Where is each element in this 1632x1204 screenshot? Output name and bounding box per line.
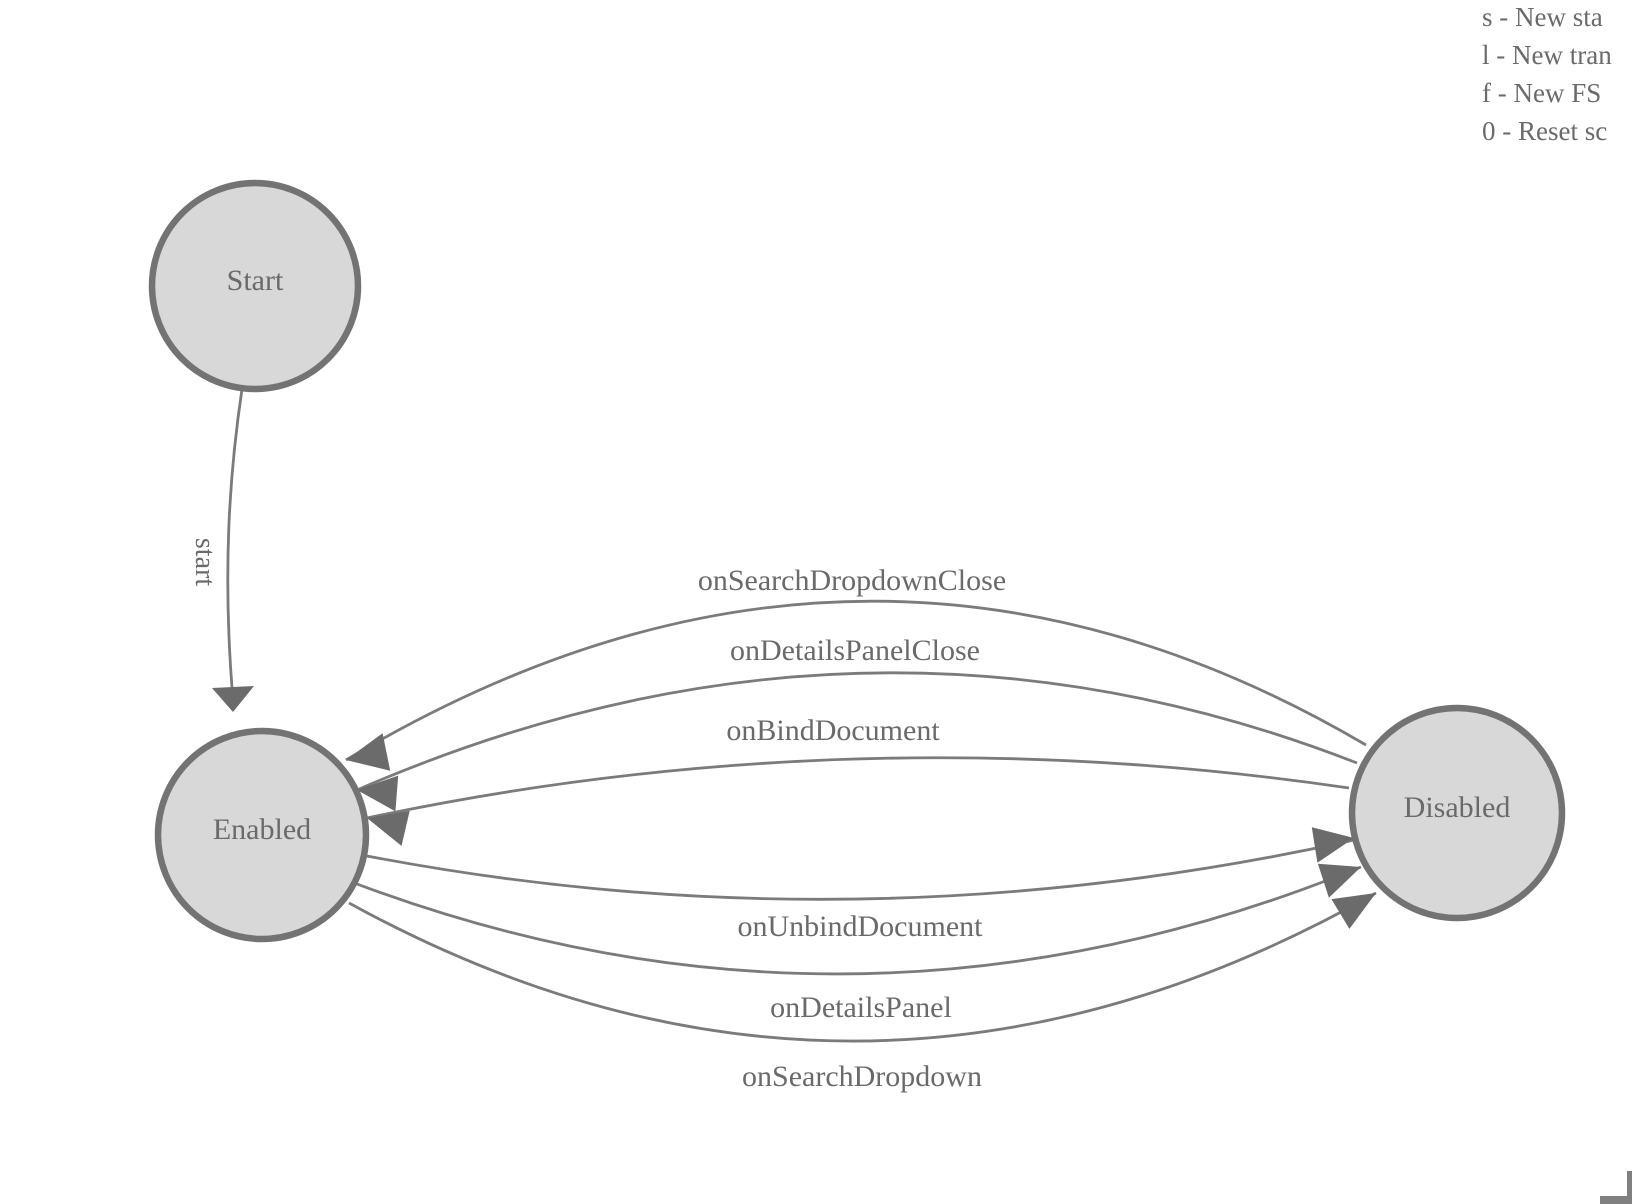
transition-onSearchDropdownClose-path[interactable] (345, 599, 1367, 762)
state-enabled-label: Enabled (213, 813, 311, 846)
transition-onSearchDropdown-arrowhead-icon (1331, 893, 1376, 929)
transition-onUnbindDocument-label: onUnbindDocument (738, 910, 984, 943)
legend-line-new-transition: l - New tran (1482, 40, 1612, 70)
transition-onDetailsPanelClose-path[interactable] (356, 671, 1358, 792)
legend-line-new-state: s - New sta (1482, 2, 1603, 32)
transition-onSearchDropdown-label: onSearchDropdown (742, 1060, 982, 1093)
transition-onDetailsPanel-path[interactable] (356, 865, 1362, 976)
state-disabled-circle[interactable] (1348, 704, 1566, 922)
state-start[interactable]: Start (148, 179, 362, 393)
corner-mark-vertical-bar (1627, 1171, 1632, 1204)
transition-onSearchDropdownClose-arrowhead-icon (346, 733, 391, 771)
transition-onUnbindDocument-path[interactable] (366, 838, 1355, 901)
transition-onUnbindDocument-arrowhead-icon (1311, 827, 1354, 863)
shortcut-legend: s - New sta l - New tran f - New FS 0 - … (1482, 2, 1612, 146)
transition-onDetailsPanelClose-arrowhead-icon (357, 775, 399, 812)
transition-onBindDocument-path[interactable] (366, 756, 1350, 820)
state-disabled[interactable]: Disabled (1348, 704, 1566, 922)
state-start-circle[interactable] (148, 179, 362, 393)
corner-mark-horizontal-bar (1600, 1196, 1632, 1204)
state-disabled-label: Disabled (1404, 791, 1511, 824)
transition-start-label: start (189, 538, 220, 586)
state-start-label: Start (227, 264, 284, 297)
transition-onSearchDropdown-path[interactable] (348, 891, 1377, 1043)
transition-onBindDocument-arrowhead-icon (367, 810, 410, 846)
legend-line-reset: 0 - Reset sc (1482, 116, 1607, 146)
state-enabled[interactable]: Enabled (154, 727, 370, 943)
transition-onBindDocument-label: onBindDocument (726, 714, 940, 747)
canvas-corner-mark (1600, 1171, 1632, 1204)
transition-start-arrowhead-icon (212, 686, 254, 712)
state-enabled-circle[interactable] (154, 727, 370, 943)
transition-onSearchDropdownClose-label: onSearchDropdownClose (698, 564, 1006, 597)
transition-onDetailsPanelClose-label: onDetailsPanelClose (730, 634, 980, 667)
transition-onDetailsPanel-arrowhead-icon (1317, 863, 1361, 898)
transition-start-path[interactable] (226, 388, 244, 701)
transition-onDetailsPanel-label: onDetailsPanel (770, 991, 952, 1024)
legend-line-new-fsm: f - New FS (1482, 78, 1601, 108)
